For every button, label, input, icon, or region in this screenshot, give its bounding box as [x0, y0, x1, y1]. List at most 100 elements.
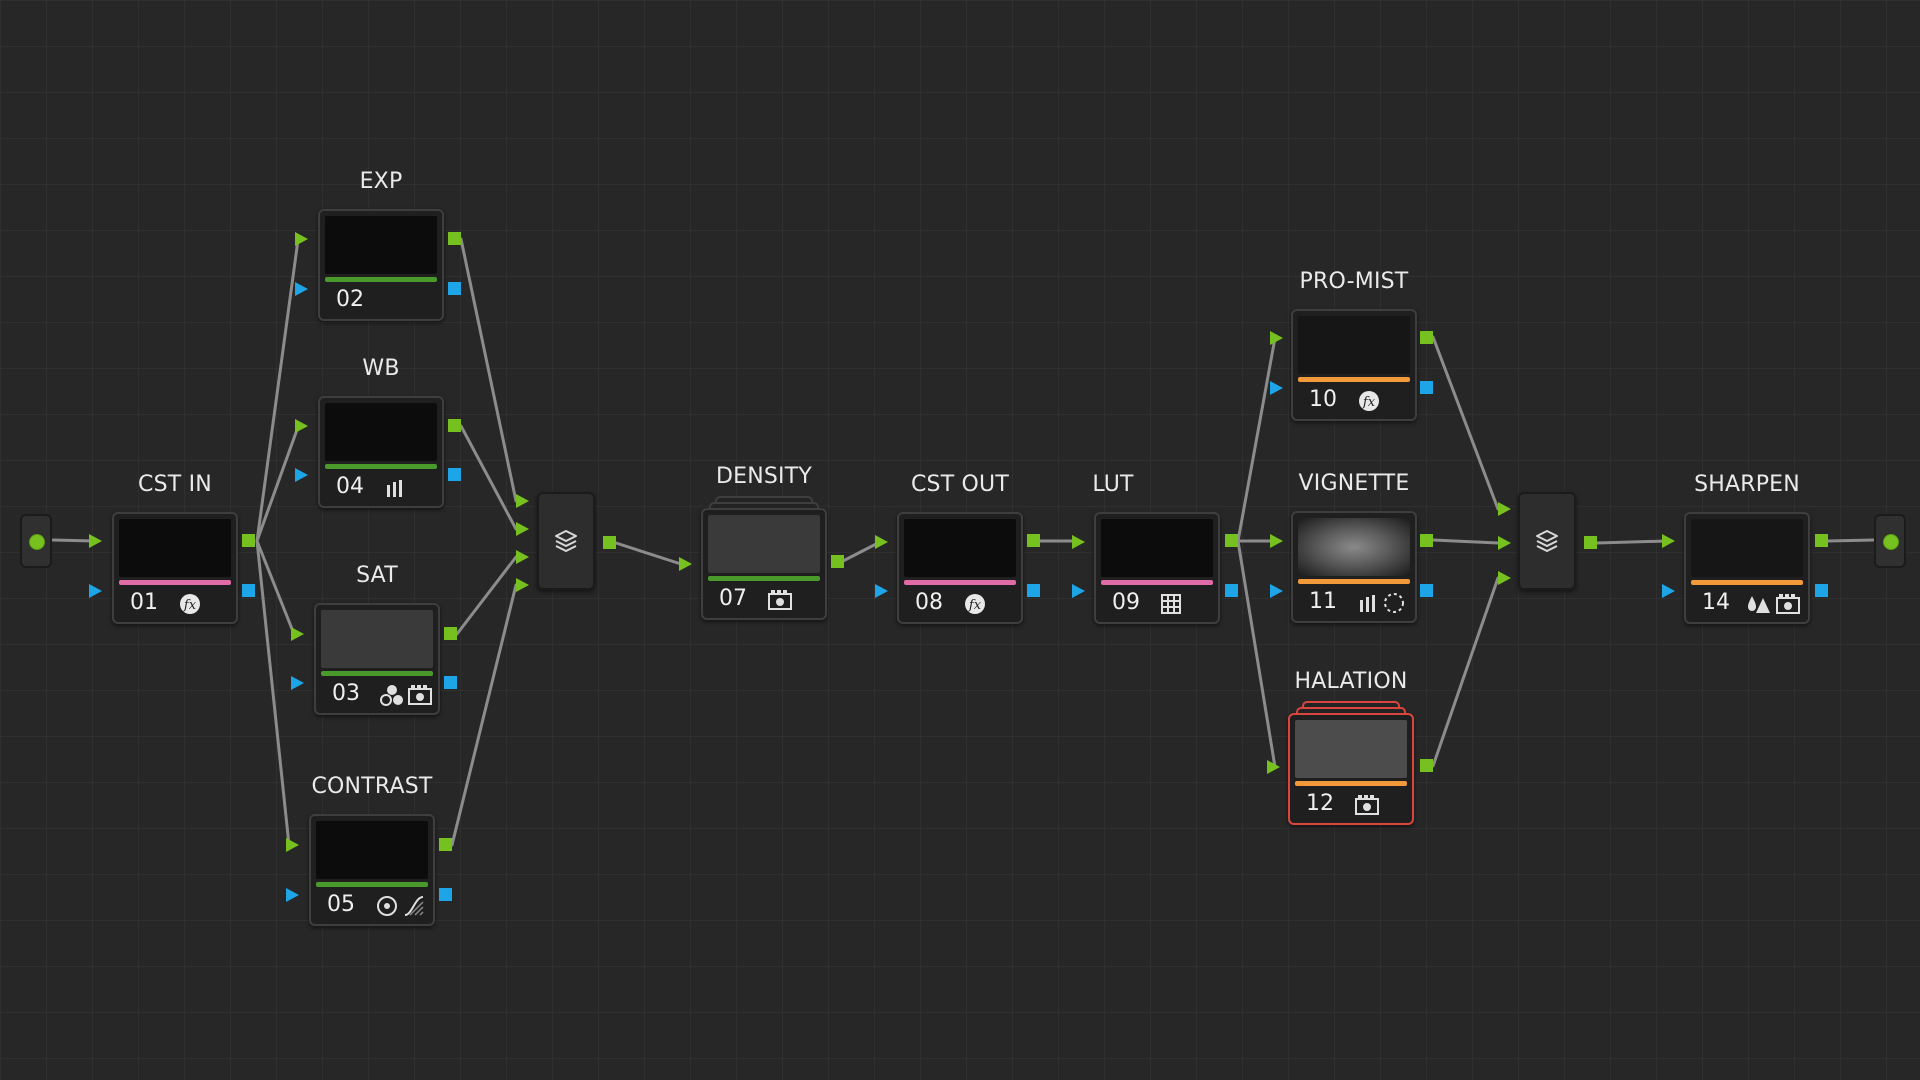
timeline-output-terminal[interactable] [1874, 514, 1906, 568]
node-label: VIGNETTE [1298, 471, 1410, 496]
curve-icon [404, 896, 424, 916]
node-number: 10 [1309, 387, 1337, 412]
wb-key-input[interactable] [295, 468, 308, 482]
cst-out-key-output[interactable] [1027, 584, 1040, 597]
node-sharpen[interactable]: SHARPEN 14 [1684, 472, 1810, 624]
exp-key-input[interactable] [295, 282, 308, 296]
wire-source-cst-in [51, 538, 96, 543]
node-number: 02 [336, 287, 364, 312]
source-dot[interactable] [29, 534, 45, 550]
mixer1-output-port[interactable] [603, 536, 616, 549]
wb-rgb-output[interactable] [448, 419, 461, 432]
wb-key-output[interactable] [448, 468, 461, 481]
wb-rgb-input[interactable] [295, 419, 308, 433]
vignette-rgb-input[interactable] [1270, 534, 1283, 548]
node-sat[interactable]: SAT 03 [314, 563, 440, 715]
lut-key-output[interactable] [1225, 584, 1238, 597]
cst-out-rgb-output[interactable] [1027, 534, 1040, 547]
lut-rgb-output[interactable] [1225, 534, 1238, 547]
mixer2-input-port-1[interactable] [1498, 502, 1511, 516]
sharpen-rgb-input[interactable] [1662, 534, 1675, 548]
node-number: 04 [336, 474, 364, 499]
exp-rgb-output[interactable] [448, 232, 461, 245]
sharpen-rgb-output[interactable] [1815, 534, 1828, 547]
lut-key-input[interactable] [1072, 584, 1085, 598]
layers-icon [555, 530, 577, 552]
sat-key-input[interactable] [291, 676, 304, 690]
contrast-rgb-input[interactable] [286, 838, 299, 852]
cst-in-rgb-output[interactable] [242, 534, 255, 547]
node-thumbnail [1101, 519, 1213, 577]
layer-mixer-2[interactable] [1518, 492, 1576, 590]
source-input-terminal[interactable] [20, 514, 52, 568]
node-vignette[interactable]: VIGNETTE 11 [1291, 471, 1417, 623]
pro-mist-key-output[interactable] [1420, 381, 1433, 394]
mixer1-input-port-1[interactable] [516, 494, 529, 508]
mixer2-input-port-2[interactable] [1498, 536, 1511, 550]
mixer2-input-port-3[interactable] [1498, 571, 1511, 585]
cst-out-key-input[interactable] [875, 584, 888, 598]
node-exp[interactable]: EXP 02 [318, 169, 444, 321]
window-icon [1384, 593, 1404, 613]
exp-key-output[interactable] [448, 282, 461, 295]
node-contrast[interactable]: CONTRAST 05 [309, 774, 435, 926]
node-wb[interactable]: WB 04 [318, 356, 444, 508]
node-thumbnail [119, 519, 231, 577]
camera-icon [1776, 594, 1800, 614]
density-rgb-output[interactable] [831, 555, 844, 568]
mixer1-input-port-4[interactable] [516, 578, 529, 592]
vignette-key-input[interactable] [1270, 584, 1283, 598]
halation-rgb-input[interactable] [1267, 760, 1280, 774]
node-label: SAT [356, 563, 398, 588]
lut-rgb-input[interactable] [1072, 535, 1085, 549]
node-lut[interactable]: LUT 09 [1092, 472, 1220, 624]
density-rgb-input[interactable] [679, 557, 692, 571]
node-thumbnail [1298, 518, 1410, 576]
mixer1-input-port-3[interactable] [516, 550, 529, 564]
node-number: 07 [719, 586, 747, 611]
pro-mist-key-input[interactable] [1270, 381, 1283, 395]
layers-icon [1536, 530, 1558, 552]
node-cst-out[interactable]: CST OUT 08 fx [897, 472, 1023, 624]
node-cst-in[interactable]: CST IN 01 fx [112, 472, 238, 624]
node-bar [325, 464, 437, 469]
sharpen-key-output[interactable] [1815, 584, 1828, 597]
contrast-key-output[interactable] [439, 888, 452, 901]
node-pro-mist[interactable]: PRO-MIST 10 fx [1291, 269, 1417, 421]
node-halation[interactable]: HALATION 12 [1288, 669, 1414, 825]
fx-icon: fx [180, 594, 200, 614]
grid-icon [1161, 594, 1181, 614]
output-dot[interactable] [1883, 534, 1899, 550]
sat-key-output[interactable] [444, 676, 457, 689]
sharpen-key-input[interactable] [1662, 584, 1675, 598]
wire-mixer1-density [614, 541, 686, 567]
cst-in-key-output[interactable] [242, 584, 255, 597]
node-number: 11 [1309, 589, 1337, 614]
vignette-rgb-output[interactable] [1420, 534, 1433, 547]
node-number: 05 [327, 892, 355, 917]
node-label: PRO-MIST [1299, 269, 1409, 294]
sat-rgb-output[interactable] [444, 627, 457, 640]
pro-mist-rgb-input[interactable] [1270, 331, 1283, 345]
exp-rgb-input[interactable] [295, 232, 308, 246]
layer-mixer-1[interactable] [537, 492, 595, 590]
pro-mist-rgb-output[interactable] [1420, 331, 1433, 344]
wire-wb-mixer1 [459, 424, 518, 531]
node-label: CST OUT [910, 472, 1009, 497]
target-icon [377, 896, 397, 916]
cst-in-rgb-input[interactable] [89, 534, 102, 548]
wire-mixer2-sharpen [1595, 539, 1669, 545]
halation-rgb-output[interactable] [1420, 759, 1433, 772]
cst-in-key-input[interactable] [89, 584, 102, 598]
contrast-key-input[interactable] [286, 888, 299, 902]
mixer1-input-port-2[interactable] [516, 522, 529, 536]
node-bar [1691, 580, 1803, 585]
sat-rgb-input[interactable] [291, 627, 304, 641]
mixer2-output-port[interactable] [1584, 536, 1597, 549]
contrast-rgb-output[interactable] [439, 838, 452, 851]
vignette-key-output[interactable] [1420, 584, 1433, 597]
node-thumbnail [708, 515, 820, 573]
cst-out-rgb-input[interactable] [875, 535, 888, 549]
node-density[interactable]: DENSITY 07 [701, 464, 827, 620]
